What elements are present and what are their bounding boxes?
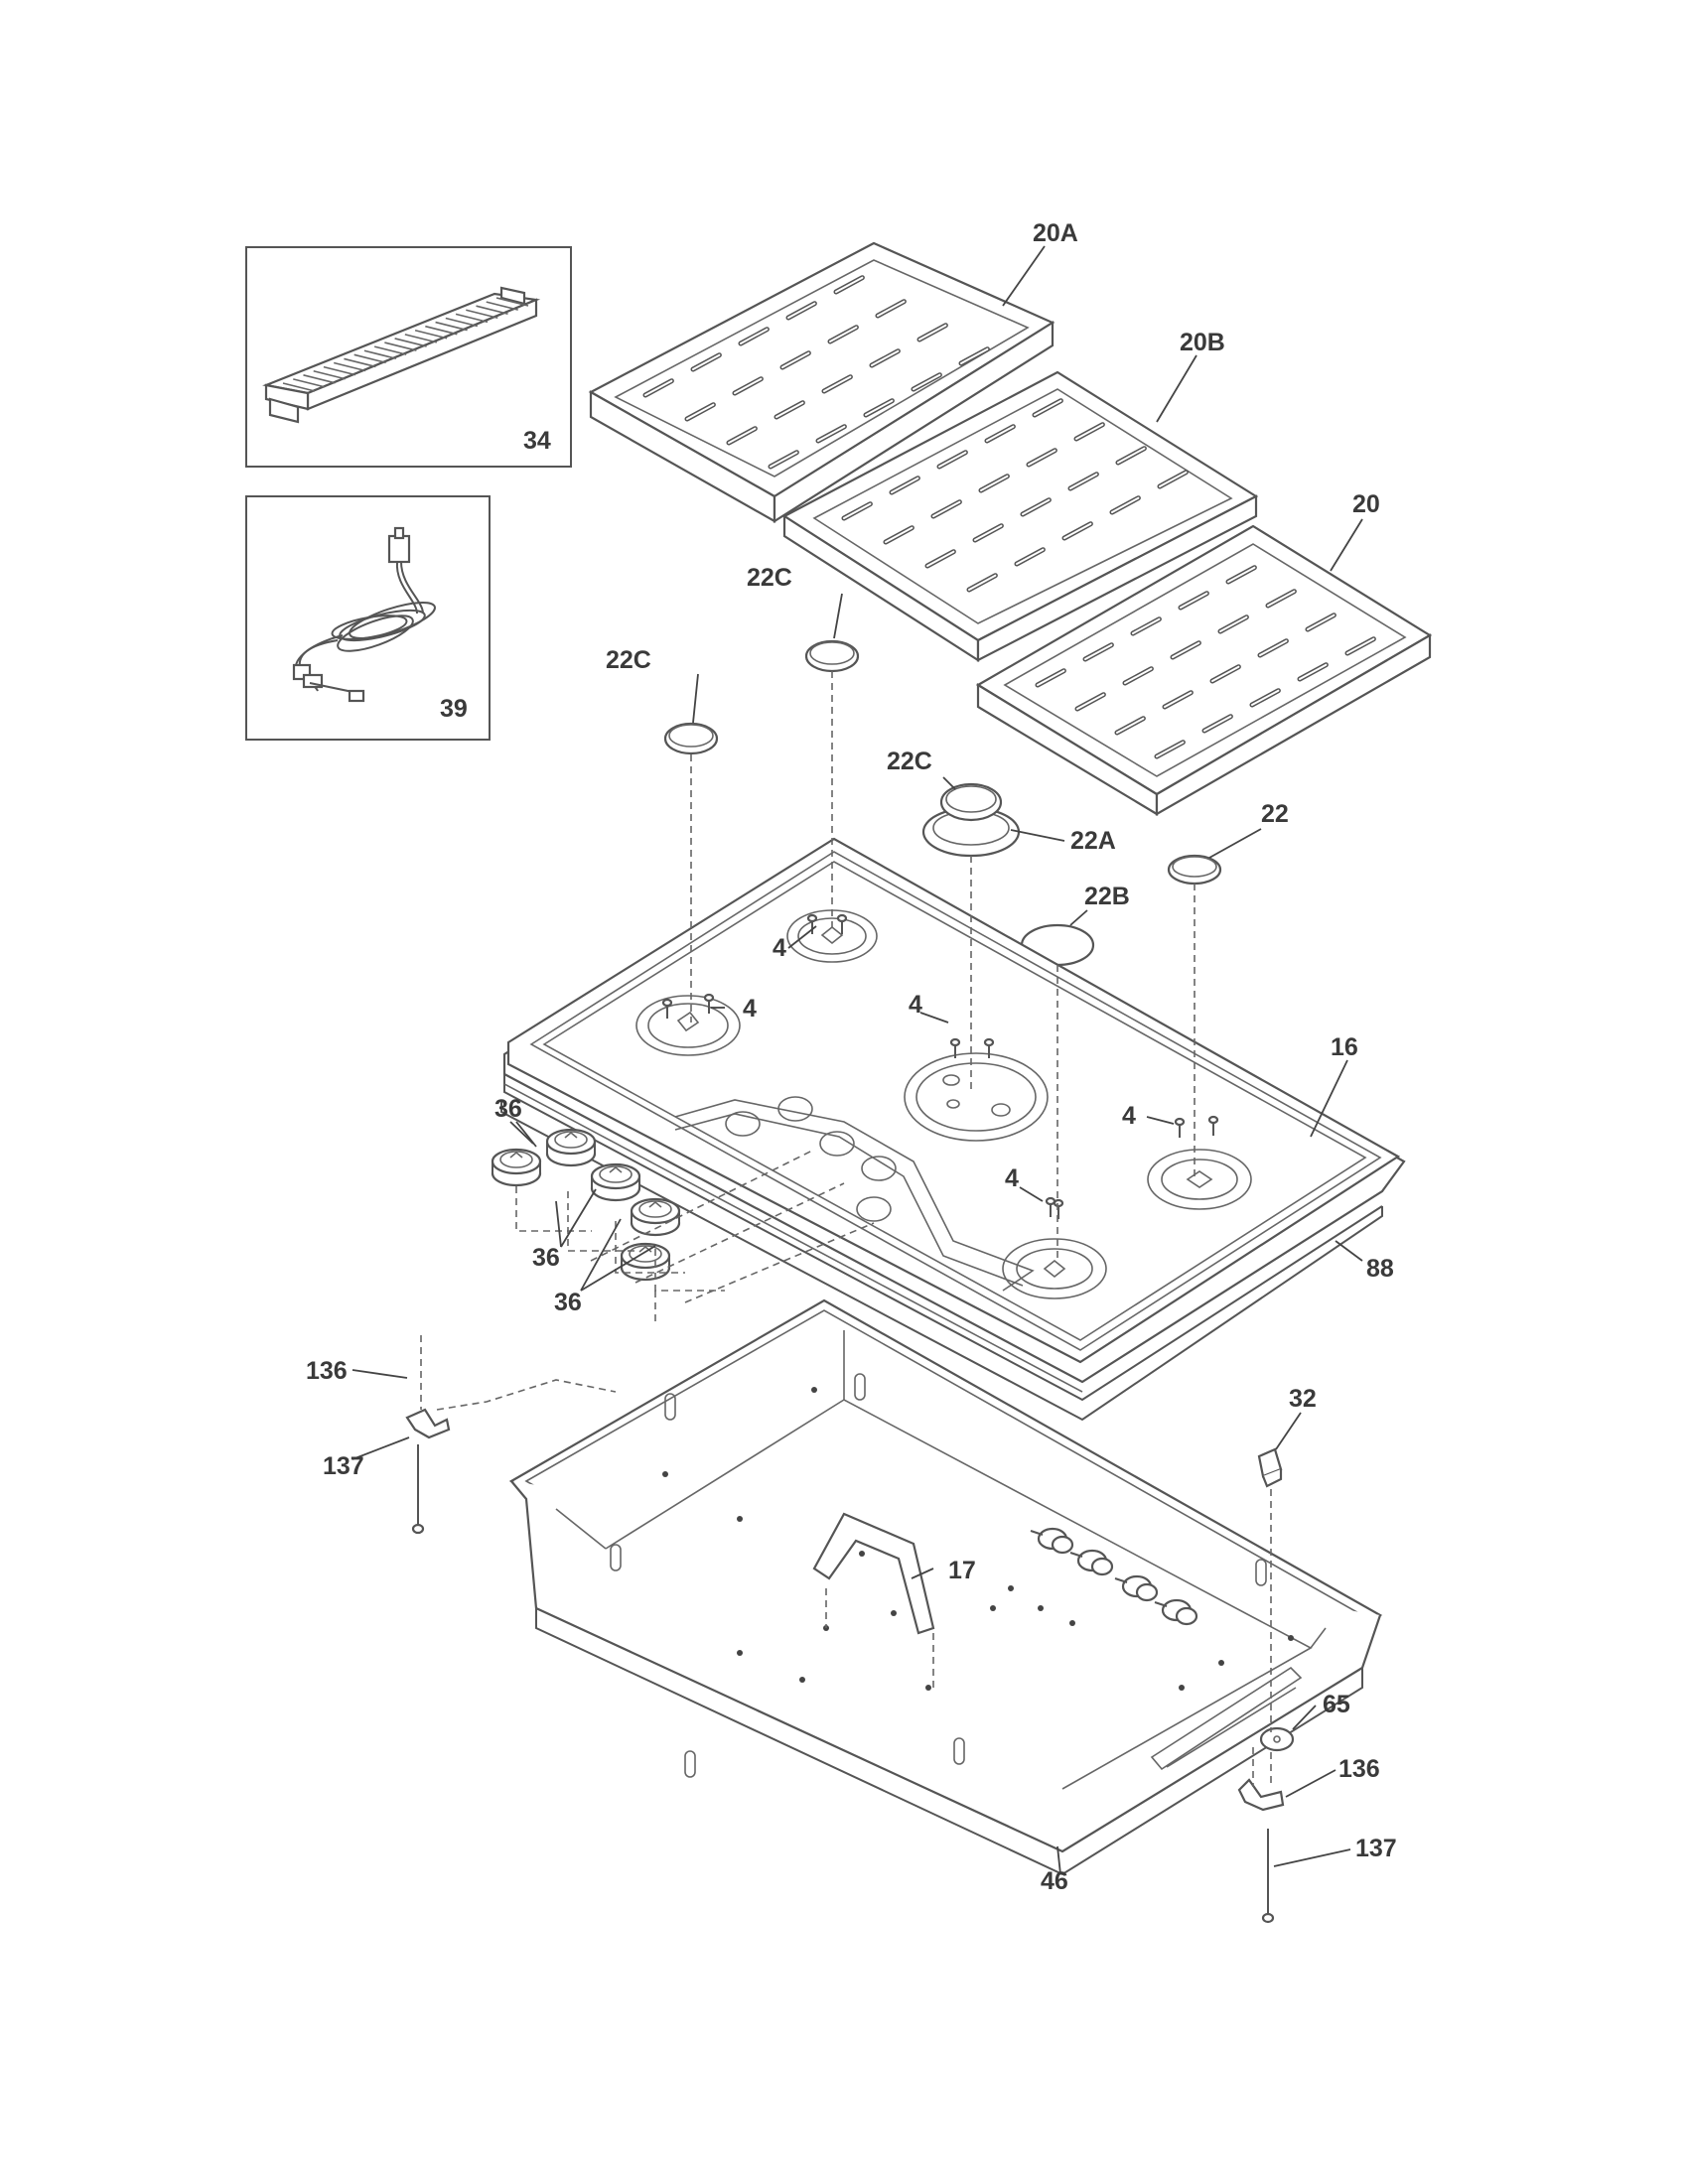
- screw-5: [949, 1037, 961, 1058]
- screw-7: [1174, 1117, 1186, 1138]
- label-20B: 20B: [1180, 329, 1225, 356]
- screw-4: [836, 913, 848, 934]
- support-17: [812, 1512, 935, 1635]
- inset-label-39: 39: [440, 695, 468, 723]
- screw-8: [1207, 1115, 1219, 1136]
- label-22A: 22A: [1070, 827, 1116, 855]
- knob-2: [545, 1128, 597, 1167]
- label-22: 22: [1261, 800, 1289, 828]
- grate-20B: [781, 370, 1259, 663]
- bolt-137-left: [411, 1444, 425, 1535]
- label-4-b: 4: [743, 995, 757, 1023]
- label-36-a: 36: [494, 1095, 522, 1123]
- base-pan-46: [508, 1298, 1383, 1876]
- cap-22C-left: [663, 722, 719, 755]
- pan-mount-holes: [610, 1373, 1294, 1778]
- valve-1: [1030, 1527, 1074, 1555]
- inset-label-34: 34: [523, 427, 551, 455]
- label-88: 88: [1366, 1255, 1394, 1283]
- label-16: 16: [1331, 1033, 1358, 1061]
- cap-22C-center: [939, 782, 1003, 822]
- bracket-136-left: [405, 1408, 451, 1439]
- valve-32: [1257, 1447, 1283, 1488]
- valves: [1030, 1527, 1198, 1626]
- label-22C-top: 22C: [747, 564, 792, 592]
- cap-22: [1167, 854, 1222, 886]
- label-20A: 20A: [1033, 219, 1078, 247]
- label-17: 17: [948, 1557, 976, 1584]
- inset-griddle: 34: [245, 246, 572, 468]
- valve-4: [1154, 1598, 1198, 1626]
- label-36-b: 36: [532, 1244, 560, 1272]
- power-cord-drawing: [292, 526, 436, 703]
- knob-1: [491, 1148, 542, 1187]
- valve-2: [1069, 1549, 1114, 1576]
- griddle-drawing: [262, 286, 541, 424]
- grommet-65: [1259, 1726, 1295, 1752]
- label-4-e: 4: [1005, 1164, 1019, 1192]
- label-22B: 22B: [1084, 883, 1130, 910]
- valve-3: [1114, 1574, 1159, 1602]
- knob-4: [630, 1197, 681, 1237]
- screws-4: [661, 913, 1219, 1219]
- inset-power-cord: 39: [245, 495, 491, 741]
- cooktop-burners: [635, 909, 1252, 1299]
- label-22C-left: 22C: [606, 646, 651, 674]
- knob-holes: [725, 1096, 897, 1222]
- part-labels: 20A 20B 20 22C 22C 22C 22A 22 22B 4 4 4 …: [306, 219, 1397, 1895]
- cooktop-16: [502, 837, 1406, 1402]
- screw-6: [983, 1037, 995, 1058]
- leader-lines: [352, 245, 1363, 1875]
- knob-3: [590, 1162, 641, 1202]
- label-65: 65: [1323, 1691, 1350, 1718]
- screw-1: [661, 998, 673, 1019]
- screw-2: [703, 993, 715, 1014]
- label-22C-center: 22C: [887, 748, 932, 775]
- alignment-lines: [420, 671, 1272, 1787]
- bolt-137-right: [1261, 1829, 1275, 1924]
- label-136-left: 136: [306, 1357, 348, 1385]
- knob-5: [620, 1242, 671, 1282]
- gasket-88: [500, 1102, 1383, 1422]
- bracket-136-right: [1237, 1778, 1285, 1812]
- label-4-a: 4: [773, 934, 786, 962]
- label-4-d: 4: [1122, 1102, 1136, 1130]
- label-36-c: 36: [554, 1289, 582, 1316]
- label-137-left: 137: [323, 1452, 364, 1480]
- knobs-36: [491, 1128, 681, 1282]
- screw-10: [1053, 1198, 1064, 1219]
- label-136-right: 136: [1338, 1755, 1380, 1783]
- label-20: 20: [1352, 490, 1380, 518]
- grate-20: [975, 524, 1433, 816]
- screw-3: [806, 913, 818, 934]
- grate-20A: [588, 241, 1055, 523]
- label-4-c: 4: [909, 991, 922, 1019]
- cap-22C-top: [804, 639, 860, 673]
- label-32: 32: [1289, 1385, 1317, 1413]
- label-137-right: 137: [1355, 1835, 1397, 1862]
- label-46: 46: [1041, 1867, 1068, 1895]
